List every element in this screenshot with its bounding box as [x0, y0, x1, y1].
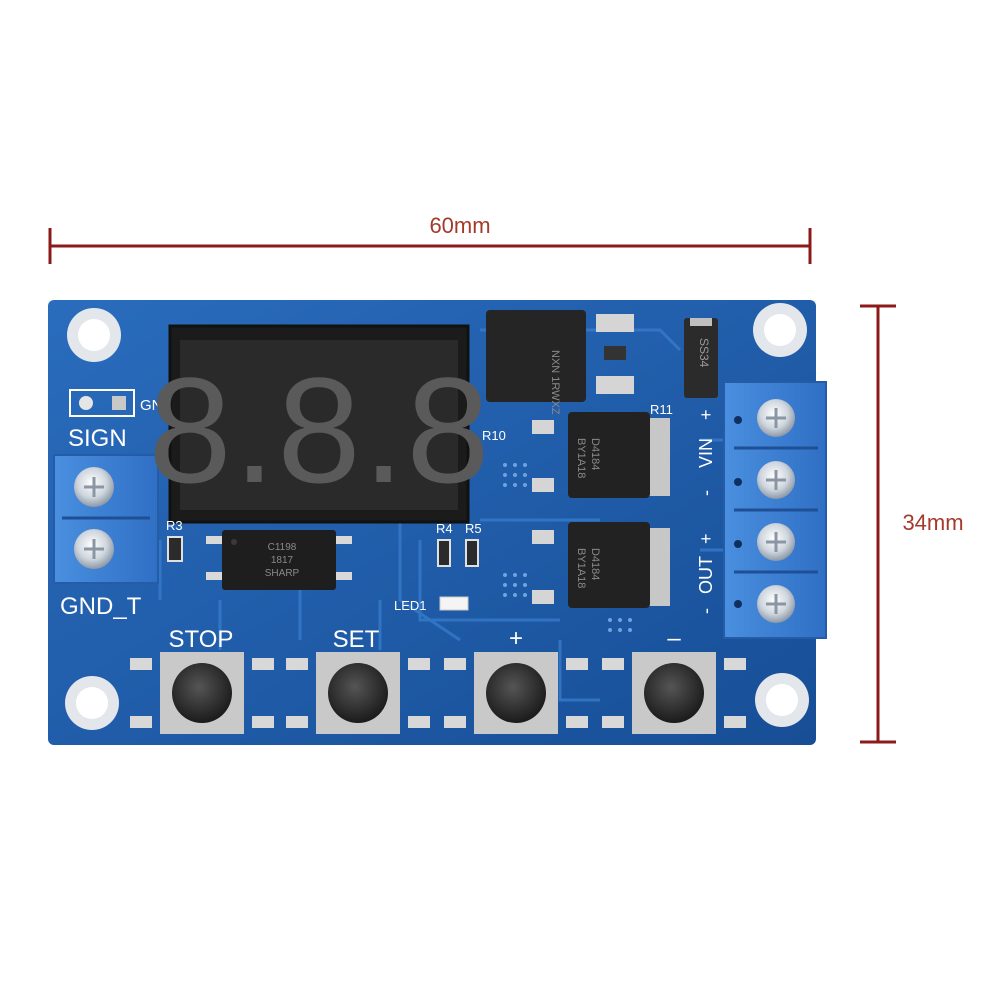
- display-digits: 8.8.8: [148, 346, 492, 514]
- r5-label: R5: [465, 521, 482, 536]
- power-terminal-block: [723, 381, 827, 639]
- vin-plus-label: +: [696, 409, 716, 420]
- width-dimension: [48, 228, 812, 264]
- optocoupler-marking-3: SHARP: [265, 568, 300, 579]
- mosfet-1-marking-1: D4184: [589, 438, 601, 470]
- via-grid: [503, 463, 632, 632]
- r3-resistor: [167, 536, 183, 562]
- optocoupler-marking-1: C1198: [268, 542, 297, 553]
- sign-label: SIGN: [68, 425, 127, 452]
- pcb-traces: [158, 328, 740, 702]
- r11-label: R11: [650, 402, 673, 417]
- signal-pin-header: [69, 389, 135, 417]
- height-dimension-label: 34mm: [902, 510, 963, 535]
- set-label: SET: [333, 626, 380, 653]
- mounting-hole-top-right: [753, 303, 807, 357]
- signal-terminal-block: [53, 454, 159, 584]
- diode-marking: SS34: [697, 338, 711, 368]
- plus-button[interactable]: [444, 652, 588, 734]
- mounting-hole-bottom-right: [755, 673, 809, 727]
- mosfet-1-marking-2: BY1A18: [575, 438, 587, 478]
- r10-label: R10: [482, 428, 506, 443]
- set-button[interactable]: [286, 652, 430, 734]
- minus-mark: –: [667, 625, 681, 652]
- vin-minus-label: -: [696, 490, 716, 496]
- r4-resistor: [437, 539, 451, 567]
- plus-mark: +: [509, 625, 523, 652]
- mosfet-2-marking-2: BY1A18: [575, 548, 587, 588]
- mosfet-2: [532, 522, 670, 608]
- gnd-t-label: GND_T: [60, 593, 142, 620]
- mosfet-2-marking-1: D4184: [589, 548, 601, 580]
- mosfet-1: [532, 412, 670, 498]
- led1-label: LED1: [394, 598, 427, 613]
- height-dimension: [860, 304, 896, 744]
- mounting-hole-bottom-left: [65, 676, 119, 730]
- voltage-regulator: [486, 310, 634, 402]
- optocoupler-marking-2: 1817: [271, 555, 294, 566]
- seven-segment-display: 8.8.8: [148, 324, 492, 524]
- gnd-label: GND: [140, 397, 174, 414]
- led1: [439, 596, 469, 611]
- minus-button[interactable]: [602, 652, 746, 734]
- out-label: OUT: [696, 556, 716, 594]
- r3-label: R3: [166, 518, 183, 533]
- vin-label: VIN: [696, 438, 716, 468]
- regulator-marking: NXN 1RWXZ: [549, 350, 561, 415]
- stop-label: STOP: [169, 626, 234, 653]
- stop-button[interactable]: [130, 652, 274, 734]
- r5-resistor: [465, 539, 479, 567]
- optocoupler-chip: [206, 530, 352, 590]
- out-minus-label: -: [696, 608, 716, 614]
- diode-ss34: [684, 318, 718, 398]
- mounting-hole-top-left: [67, 308, 121, 362]
- r4-label: R4: [436, 521, 453, 536]
- out-plus-label: +: [696, 533, 716, 544]
- width-dimension-label: 60mm: [429, 213, 490, 238]
